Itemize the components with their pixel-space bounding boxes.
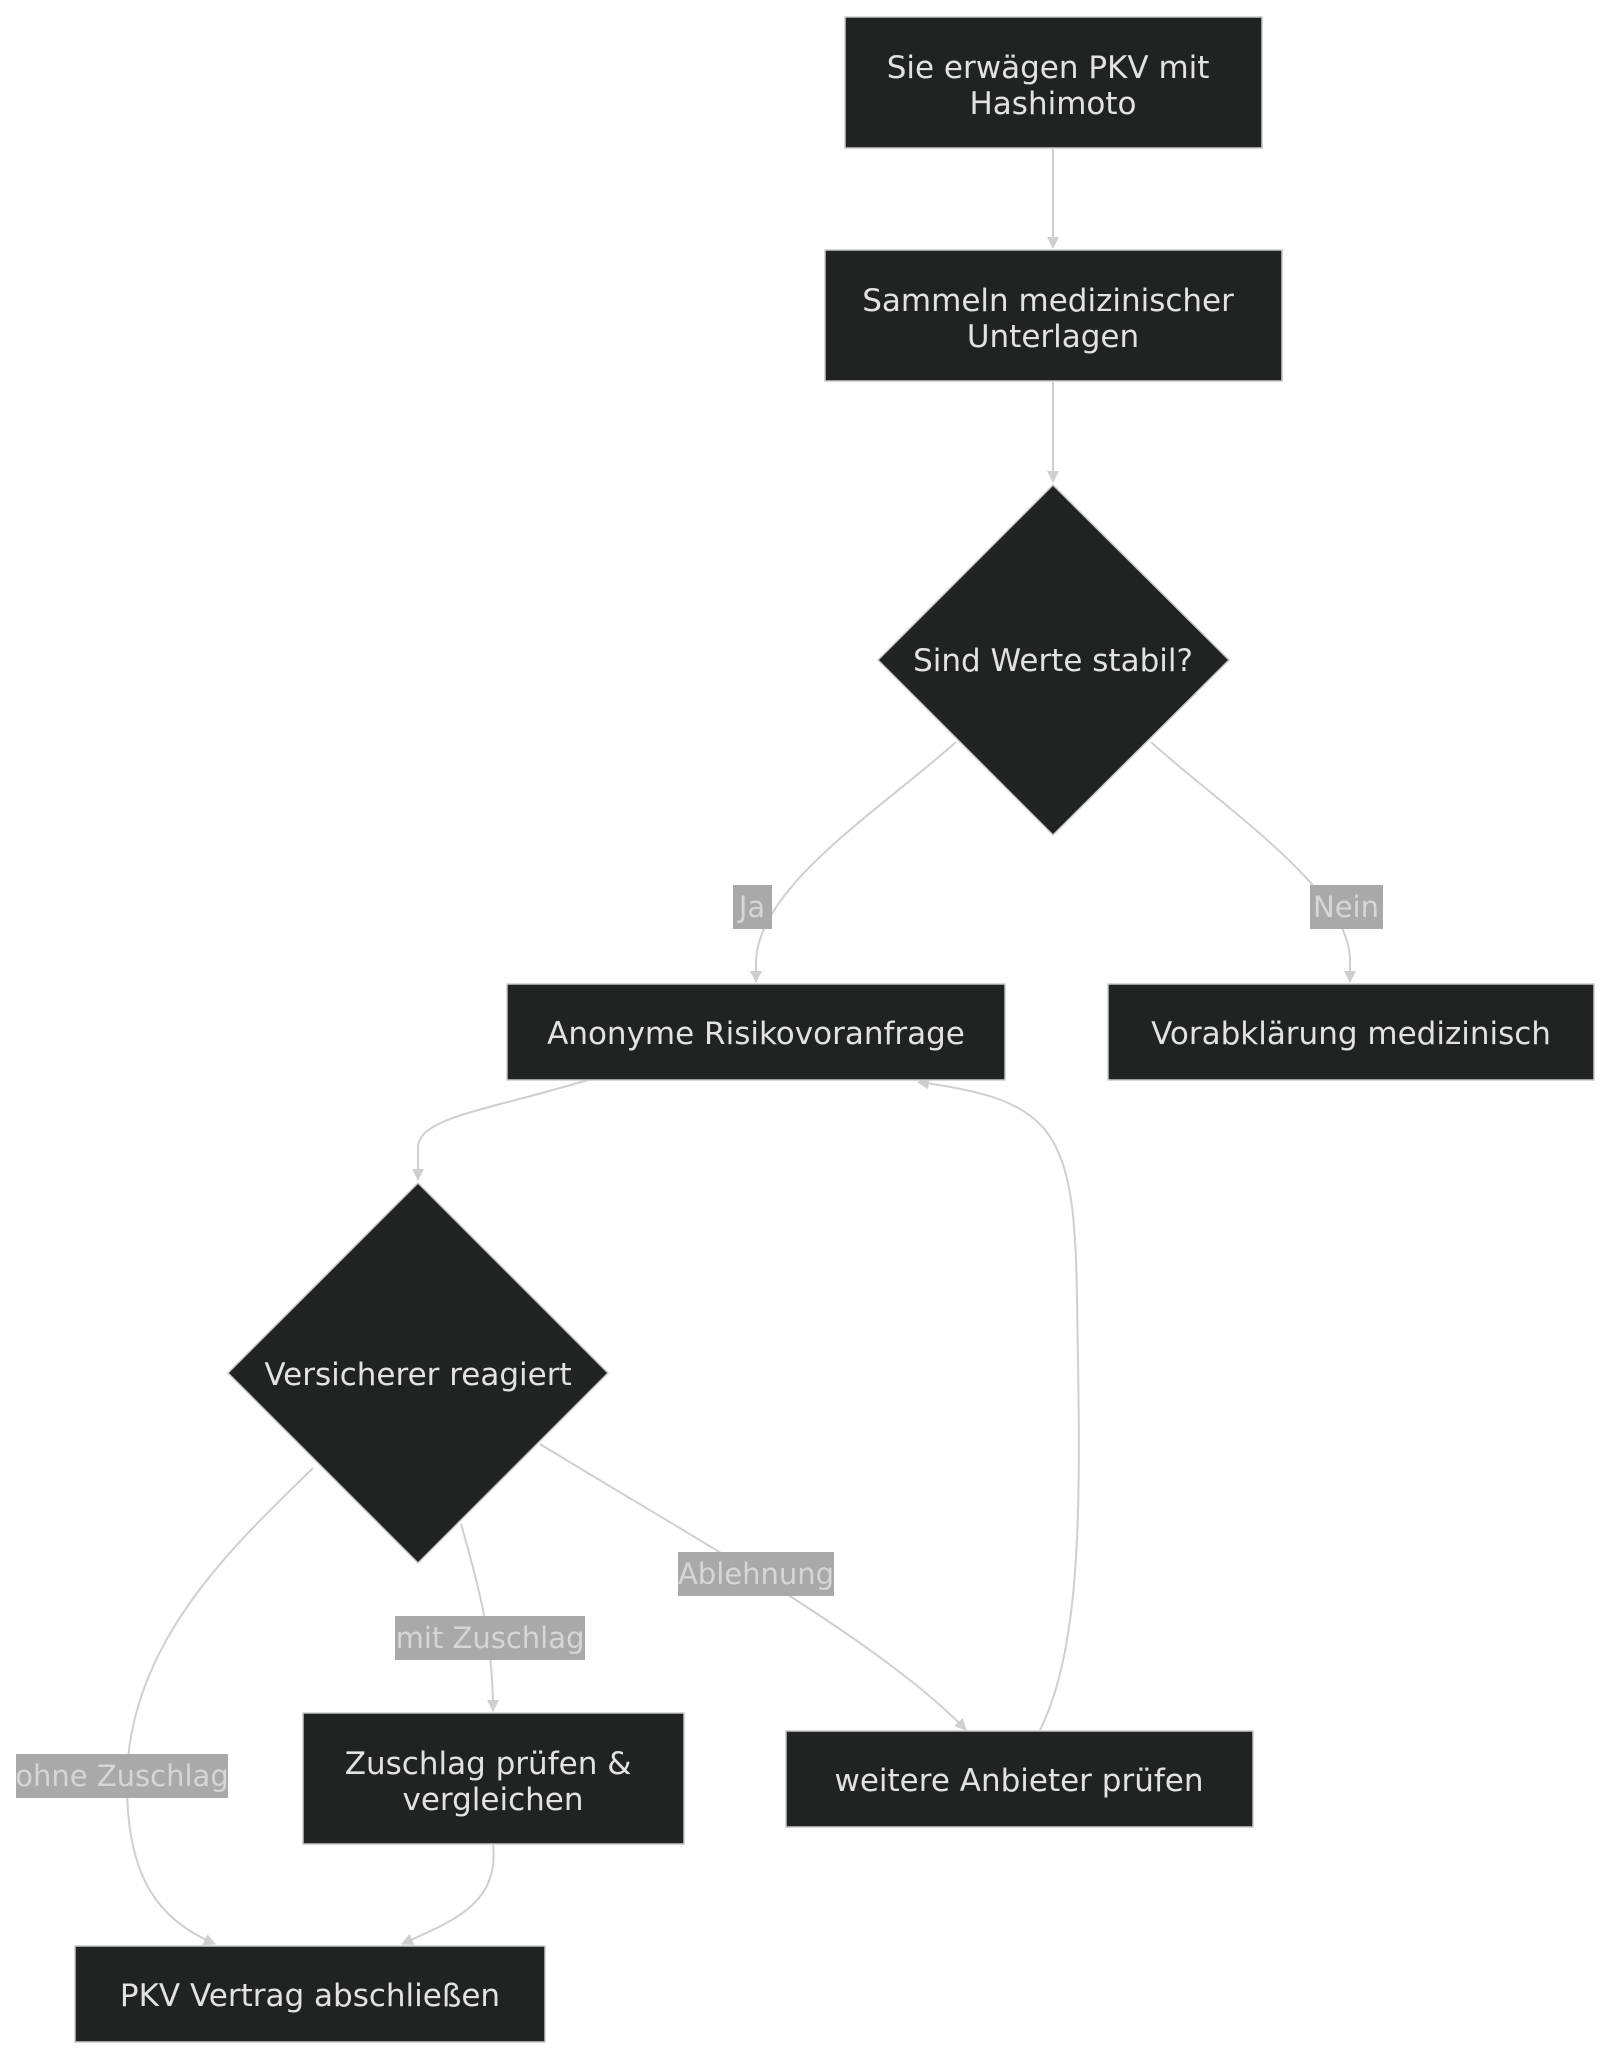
node-start-label: Sie erwägen PKV mit Hashimoto <box>887 50 1220 122</box>
node-stable-decision: Sind Werte stabil? <box>876 483 1231 837</box>
node-stable-label: Sind Werte stabil? <box>913 643 1193 679</box>
node-contract-label: PKV Vertrag abschließen <box>120 1978 500 2014</box>
edge-stable-to-prior <box>1150 741 1356 983</box>
edge-label-yes: Ja <box>733 885 772 929</box>
node-prior: Vorabklärung medizinisch <box>1107 983 1595 1081</box>
node-contract: PKV Vertrag abschließen <box>74 1945 546 2043</box>
node-surcharge-label: Zuschlag prüfen & vergleichen <box>345 1746 641 1818</box>
node-others-label: weitere Anbieter prüfen <box>834 1763 1203 1799</box>
svg-text:mit Zuschlag: mit Zuschlag <box>396 1621 585 1655</box>
svg-text:Nein: Nein <box>1313 890 1379 924</box>
svg-text:Ablehnung: Ablehnung <box>678 1557 834 1591</box>
edge-anon-to-insurer <box>412 1079 589 1181</box>
edge-insurer-to-surcharge <box>460 1523 499 1712</box>
svg-text:ohne Zuschlag: ohne Zuschlag <box>15 1759 228 1793</box>
edge-label-with-surcharge: mit Zuschlag <box>395 1616 585 1660</box>
node-collect: Sammeln medizinischer Unterlagen <box>824 249 1283 382</box>
edge-stable-to-anon <box>750 741 957 983</box>
nodes: Sie erwägen PKV mit Hashimoto Sammeln me… <box>74 16 1595 2043</box>
node-anon: Anonyme Risikovoranfrage <box>506 983 1006 1081</box>
edge-surcharge-to-contract <box>401 1843 495 1945</box>
node-insurer-decision: Versicherer reagiert <box>226 1181 610 1565</box>
svg-text:Ja: Ja <box>737 890 765 924</box>
edge-label-no: Nein <box>1310 885 1383 929</box>
node-start: Sie erwägen PKV mit Hashimoto <box>844 16 1263 149</box>
edge-label-without-surcharge: ohne Zuschlag <box>15 1754 229 1798</box>
node-surcharge: Zuschlag prüfen & vergleichen <box>302 1712 685 1845</box>
node-anon-label: Anonyme Risikovoranfrage <box>547 1016 965 1052</box>
edge-insurer-to-contract <box>125 1467 314 1946</box>
edge-label-rejection: Ablehnung <box>678 1552 834 1596</box>
node-collect-label: Sammeln medizinischer Unterlagen <box>862 283 1243 355</box>
edge-others-to-anon <box>917 1077 1080 1731</box>
node-insurer-label: Versicherer reagiert <box>264 1357 571 1393</box>
node-prior-label: Vorabklärung medizinisch <box>1151 1016 1551 1052</box>
node-others: weitere Anbieter prüfen <box>785 1730 1254 1828</box>
edge-labels: Ja Nein Ablehnung mit Zuschlag ohne Zusc… <box>15 885 1383 1798</box>
